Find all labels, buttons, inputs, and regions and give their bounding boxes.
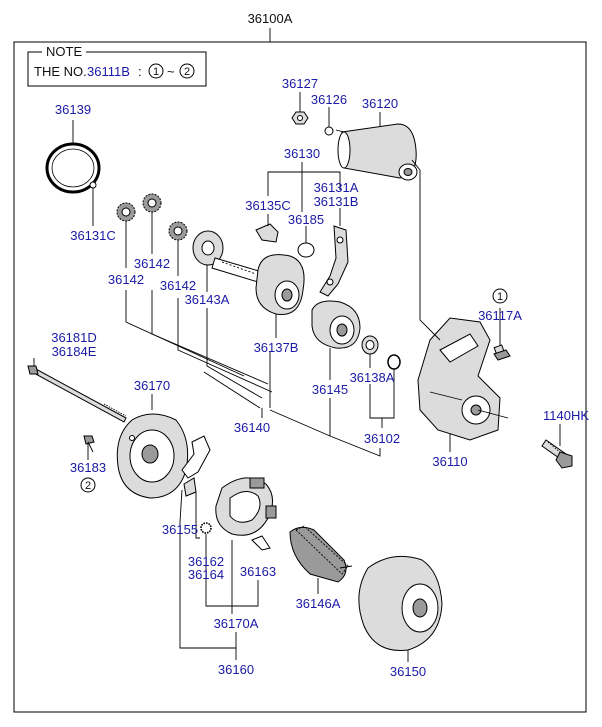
note-separator: : bbox=[138, 64, 142, 79]
ball-36131C-drawing bbox=[89, 181, 97, 189]
label-36137B: 36137B bbox=[254, 340, 299, 355]
label-36117A: 36117A bbox=[478, 308, 522, 323]
armature-36146A-drawing bbox=[289, 525, 353, 583]
lever-36131-drawing bbox=[319, 225, 349, 297]
label-36102: 36102 bbox=[364, 431, 400, 446]
label-36110: 36110 bbox=[432, 454, 467, 469]
planet-gear-1-drawing bbox=[116, 202, 136, 222]
note-callout-1: 1 bbox=[153, 66, 159, 78]
note-title: NOTE bbox=[46, 44, 82, 59]
label-36120: 36120 bbox=[362, 96, 398, 111]
gear-housing-36137B-drawing bbox=[255, 254, 305, 315]
snap-ring-36102-drawing bbox=[387, 354, 401, 370]
note-tilde: ~ bbox=[167, 64, 175, 79]
callout-1-label: 1 bbox=[497, 291, 503, 303]
solenoid-36120-drawing bbox=[335, 123, 418, 181]
planet-gear-3-drawing bbox=[168, 221, 188, 241]
nut-36127-drawing bbox=[291, 111, 309, 125]
label-36131A: 36131A bbox=[314, 180, 359, 195]
label-36145: 36145 bbox=[312, 382, 348, 397]
callout-1-circle bbox=[492, 288, 508, 304]
label-36138A: 36138A bbox=[350, 370, 395, 385]
clutch-36145-drawing bbox=[311, 300, 361, 349]
label-36184E: 36184E bbox=[52, 344, 97, 359]
callout-2-label: 2 bbox=[85, 480, 91, 492]
stopper-36138A-drawing bbox=[361, 335, 379, 355]
assembly-number: 36100A bbox=[248, 11, 293, 26]
yoke-36150-drawing bbox=[358, 555, 443, 651]
label-36126: 36126 bbox=[311, 92, 347, 107]
washer-36126-drawing bbox=[324, 126, 334, 136]
label-36139: 36139 bbox=[55, 102, 91, 117]
label-36127: 36127 bbox=[282, 76, 318, 91]
label-36183: 36183 bbox=[70, 460, 106, 475]
label-36135C: 36135C bbox=[245, 198, 291, 213]
carrier-shaft-36143A-drawing bbox=[192, 230, 263, 283]
spring-36162-drawing bbox=[200, 522, 212, 534]
through-bolt-36181D-drawing bbox=[27, 365, 127, 423]
label-36162: 36162 bbox=[188, 554, 224, 569]
label-1140HK: 1140HK bbox=[543, 408, 589, 423]
label-36131C: 36131C bbox=[70, 228, 116, 243]
label-36155: 36155 bbox=[162, 522, 198, 537]
label-36140: 36140 bbox=[234, 420, 270, 435]
spring-36185-drawing bbox=[297, 242, 315, 258]
bolt-1140HK-drawing bbox=[541, 439, 573, 469]
label-36130: 36130 bbox=[284, 146, 320, 161]
callout-2-circle bbox=[80, 477, 96, 493]
label-36170: 36170 bbox=[134, 378, 170, 393]
bolt-36117A-drawing bbox=[493, 344, 511, 361]
note-part-number: 36111B bbox=[87, 64, 130, 79]
diagram-frame bbox=[13, 41, 587, 713]
label-36160: 36160 bbox=[218, 662, 254, 677]
front-housing-36110-drawing bbox=[417, 317, 509, 441]
brush-clip-36155-drawing bbox=[181, 435, 211, 497]
label-36164: 36164 bbox=[188, 567, 224, 582]
label-36143A: 36143A bbox=[185, 292, 230, 307]
clip-36163-drawing bbox=[251, 535, 271, 551]
leader-lines bbox=[33, 92, 561, 662]
label-36163: 36163 bbox=[240, 564, 276, 579]
label-36142-a: 36142 bbox=[108, 272, 144, 287]
label-36150: 36150 bbox=[390, 664, 426, 679]
note-callout-1-circle bbox=[148, 63, 164, 79]
note-prefix: THE NO. bbox=[34, 64, 87, 79]
screw-36183-drawing bbox=[83, 435, 95, 453]
label-36185: 36185 bbox=[288, 212, 324, 227]
brush-holder-36170A-drawing bbox=[215, 477, 277, 536]
note-callout-2-circle bbox=[179, 63, 195, 79]
planet-gear-2-drawing bbox=[142, 193, 162, 213]
label-36142-b: 36142 bbox=[134, 256, 170, 271]
label-36142-c: 36142 bbox=[160, 278, 196, 293]
label-36146A: 36146A bbox=[296, 596, 341, 611]
plate-36135C-drawing bbox=[255, 223, 279, 243]
note-box: NOTE THE NO. 36111B : 1 ~ 2 bbox=[27, 44, 207, 87]
label-36170A: 36170A bbox=[214, 616, 259, 631]
label-36181D: 36181D bbox=[51, 330, 97, 345]
label-36131B: 36131B bbox=[314, 194, 359, 209]
note-callout-2: 2 bbox=[184, 66, 190, 78]
rear-bracket-36170-drawing bbox=[116, 413, 189, 499]
